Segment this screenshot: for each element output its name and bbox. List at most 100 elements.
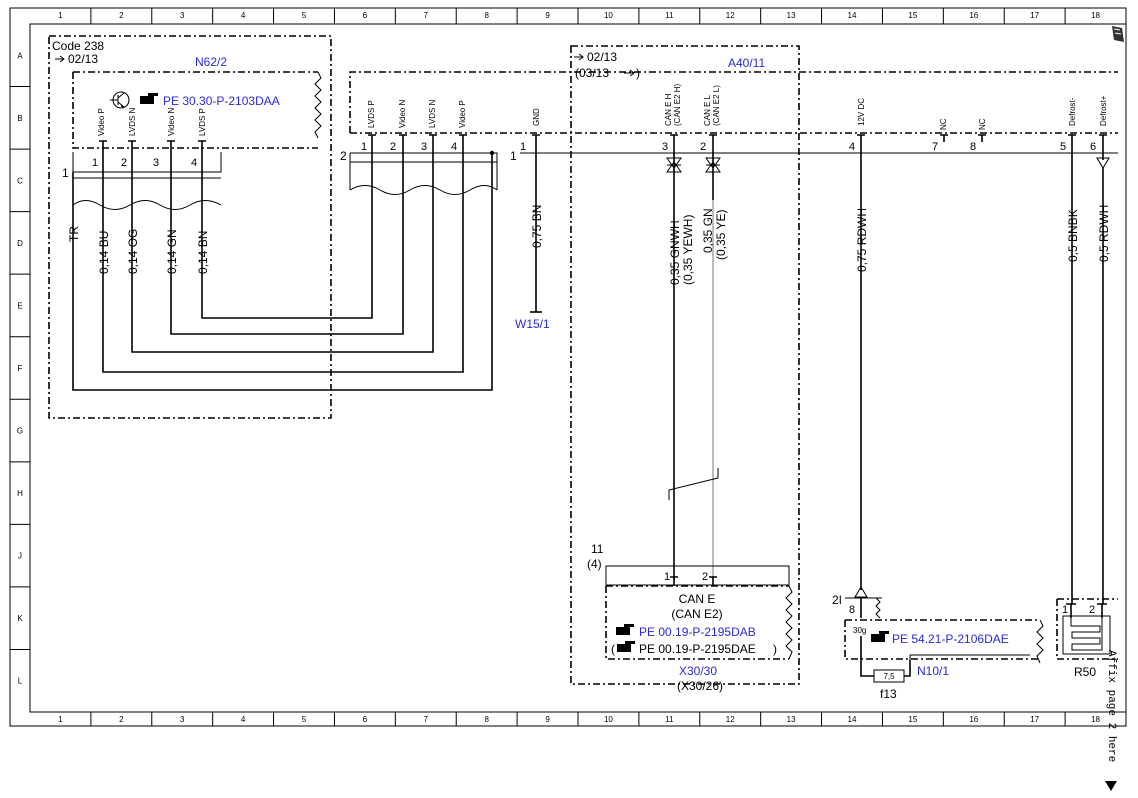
- column-label: 17: [1030, 715, 1039, 724]
- pin-label: LVDS P: [367, 100, 376, 128]
- arrow-icon: [574, 53, 584, 61]
- code-238-boundary: [48, 35, 332, 419]
- n62-pin-nums: 1 2 3 4: [92, 157, 197, 169]
- pin-number: 2: [1089, 604, 1095, 616]
- pin-number: 2: [702, 571, 708, 583]
- sheet-frame: [9, 7, 1127, 727]
- paren-close: ): [773, 642, 777, 656]
- connector-number-alt: (4): [587, 557, 602, 571]
- pin-number: 4: [849, 141, 855, 153]
- n62-block: Code 238 02/13 N62/2 PE 30.30-P-2103DAA …: [48, 35, 493, 419]
- ground-point-name: W15/1: [515, 317, 550, 331]
- component-name: N10/1: [917, 664, 949, 678]
- wire-label: 0,75 RDWH: [855, 208, 869, 272]
- pin-label: LVDS N: [128, 107, 137, 136]
- column-label: 14: [848, 715, 857, 724]
- pin-number: 1: [664, 571, 670, 583]
- repair-reference-link[interactable]: PE 00.19-P-2195DAB: [639, 625, 756, 639]
- repair-reference-link[interactable]: PE 54.21-P-2106DAE: [892, 632, 1009, 646]
- pin-number: 2: [121, 157, 127, 169]
- pin-number: 3: [662, 141, 668, 153]
- connector-number: 1: [62, 166, 69, 180]
- repair-reference-link[interactable]: PE 30.30-P-2103DAA: [163, 94, 280, 108]
- pin-label: 12V DC: [857, 98, 866, 126]
- wire-label: 0,75 BN: [530, 205, 544, 248]
- column-label: 12: [726, 715, 735, 724]
- page-ref-2-close: ): [636, 66, 640, 80]
- n62-pin-sockets: [99, 140, 206, 152]
- book-icon: [1112, 26, 1124, 42]
- fuse-rating: 7,5: [883, 672, 895, 681]
- terminal-label: 2I: [832, 593, 842, 607]
- wire-label: 0,14 BU: [97, 231, 111, 274]
- wire-bu: [102, 146, 464, 373]
- column-label: 10: [604, 715, 613, 724]
- pin-number: 6: [1090, 141, 1096, 153]
- row-label: D: [17, 239, 23, 248]
- pin-label: Video P: [458, 100, 467, 128]
- wire-og: [131, 146, 434, 353]
- pin-number: 8: [970, 141, 976, 153]
- column-label: 8: [484, 11, 489, 20]
- row-label: C: [17, 176, 23, 185]
- column-label: 6: [363, 11, 368, 20]
- pin-number: 8: [849, 604, 855, 616]
- connector-number: 2: [340, 149, 347, 163]
- r50-component-box: [1056, 598, 1118, 660]
- column-label: 18: [1091, 715, 1100, 724]
- pin-number: 1: [92, 157, 98, 169]
- column-label: 5: [302, 11, 307, 20]
- column-label: 11: [665, 715, 674, 724]
- column-label: 2: [119, 11, 124, 20]
- repair-reference-link[interactable]: PE 00.19-P-2195DAE: [639, 642, 756, 656]
- hand-pointer-icon: [140, 93, 158, 104]
- column-label: 16: [969, 11, 978, 20]
- wire-tr: [72, 153, 493, 391]
- pin-label: (CAN E2 H): [673, 83, 682, 126]
- wire-label: (0,35 YEWH): [681, 215, 695, 285]
- pin-number: 7: [932, 141, 938, 153]
- x30-component-box: [605, 585, 789, 660]
- pin-number: 3: [421, 141, 427, 153]
- r50-block: 1 2 R50: [1056, 598, 1118, 679]
- arrow-icon: [55, 55, 65, 63]
- pin-label: LVDS P: [198, 108, 207, 136]
- a40-component-box: [349, 71, 1118, 133]
- row-label: J: [18, 552, 22, 561]
- column-label: 3: [180, 715, 185, 724]
- wire-label: 0,35 GNWH: [668, 220, 682, 285]
- a40-left-pins: 1 2 3 4: [361, 134, 467, 153]
- column-label: 7: [424, 715, 429, 724]
- wire-label: 0,5 RDWH: [1097, 205, 1111, 262]
- column-label: 18: [1091, 11, 1100, 20]
- arrow-icon: [624, 69, 635, 77]
- column-label: 1: [58, 715, 63, 724]
- column-label: 13: [787, 11, 796, 20]
- break-mark: [314, 71, 322, 139]
- column-label: 2: [119, 715, 124, 724]
- column-label: 6: [363, 715, 368, 724]
- n62-wire-labels: TR 0,14 BU 0,14 OG 0,14 GN 0,14 BN: [67, 226, 210, 274]
- wire-label: TR: [67, 226, 81, 242]
- x30-line1: CAN E: [679, 592, 716, 606]
- pin-number: 4: [451, 141, 457, 153]
- break-mark: [785, 585, 793, 660]
- n10-component-box: [844, 619, 1040, 660]
- a40-boundary: [570, 45, 800, 685]
- pin-number: 1: [1062, 604, 1068, 616]
- n62-component-box: [72, 71, 318, 149]
- connector-1-housing: [72, 152, 222, 173]
- pin-label: Video N: [167, 107, 176, 136]
- wire-gn: [170, 146, 404, 335]
- pin-label: Defrost+: [1099, 95, 1108, 126]
- wire-label: 0,5 BNBK: [1066, 209, 1080, 262]
- pin-number: 2: [390, 141, 396, 153]
- wire-label: 0,14 GN: [165, 229, 179, 274]
- row-label: E: [17, 301, 22, 310]
- column-label: 15: [908, 715, 917, 724]
- wire-label: 0,14 OG: [126, 229, 140, 274]
- column-label: 9: [545, 715, 550, 724]
- spring-contact-icon: [875, 597, 881, 619]
- x30-connector-housing: [605, 565, 790, 586]
